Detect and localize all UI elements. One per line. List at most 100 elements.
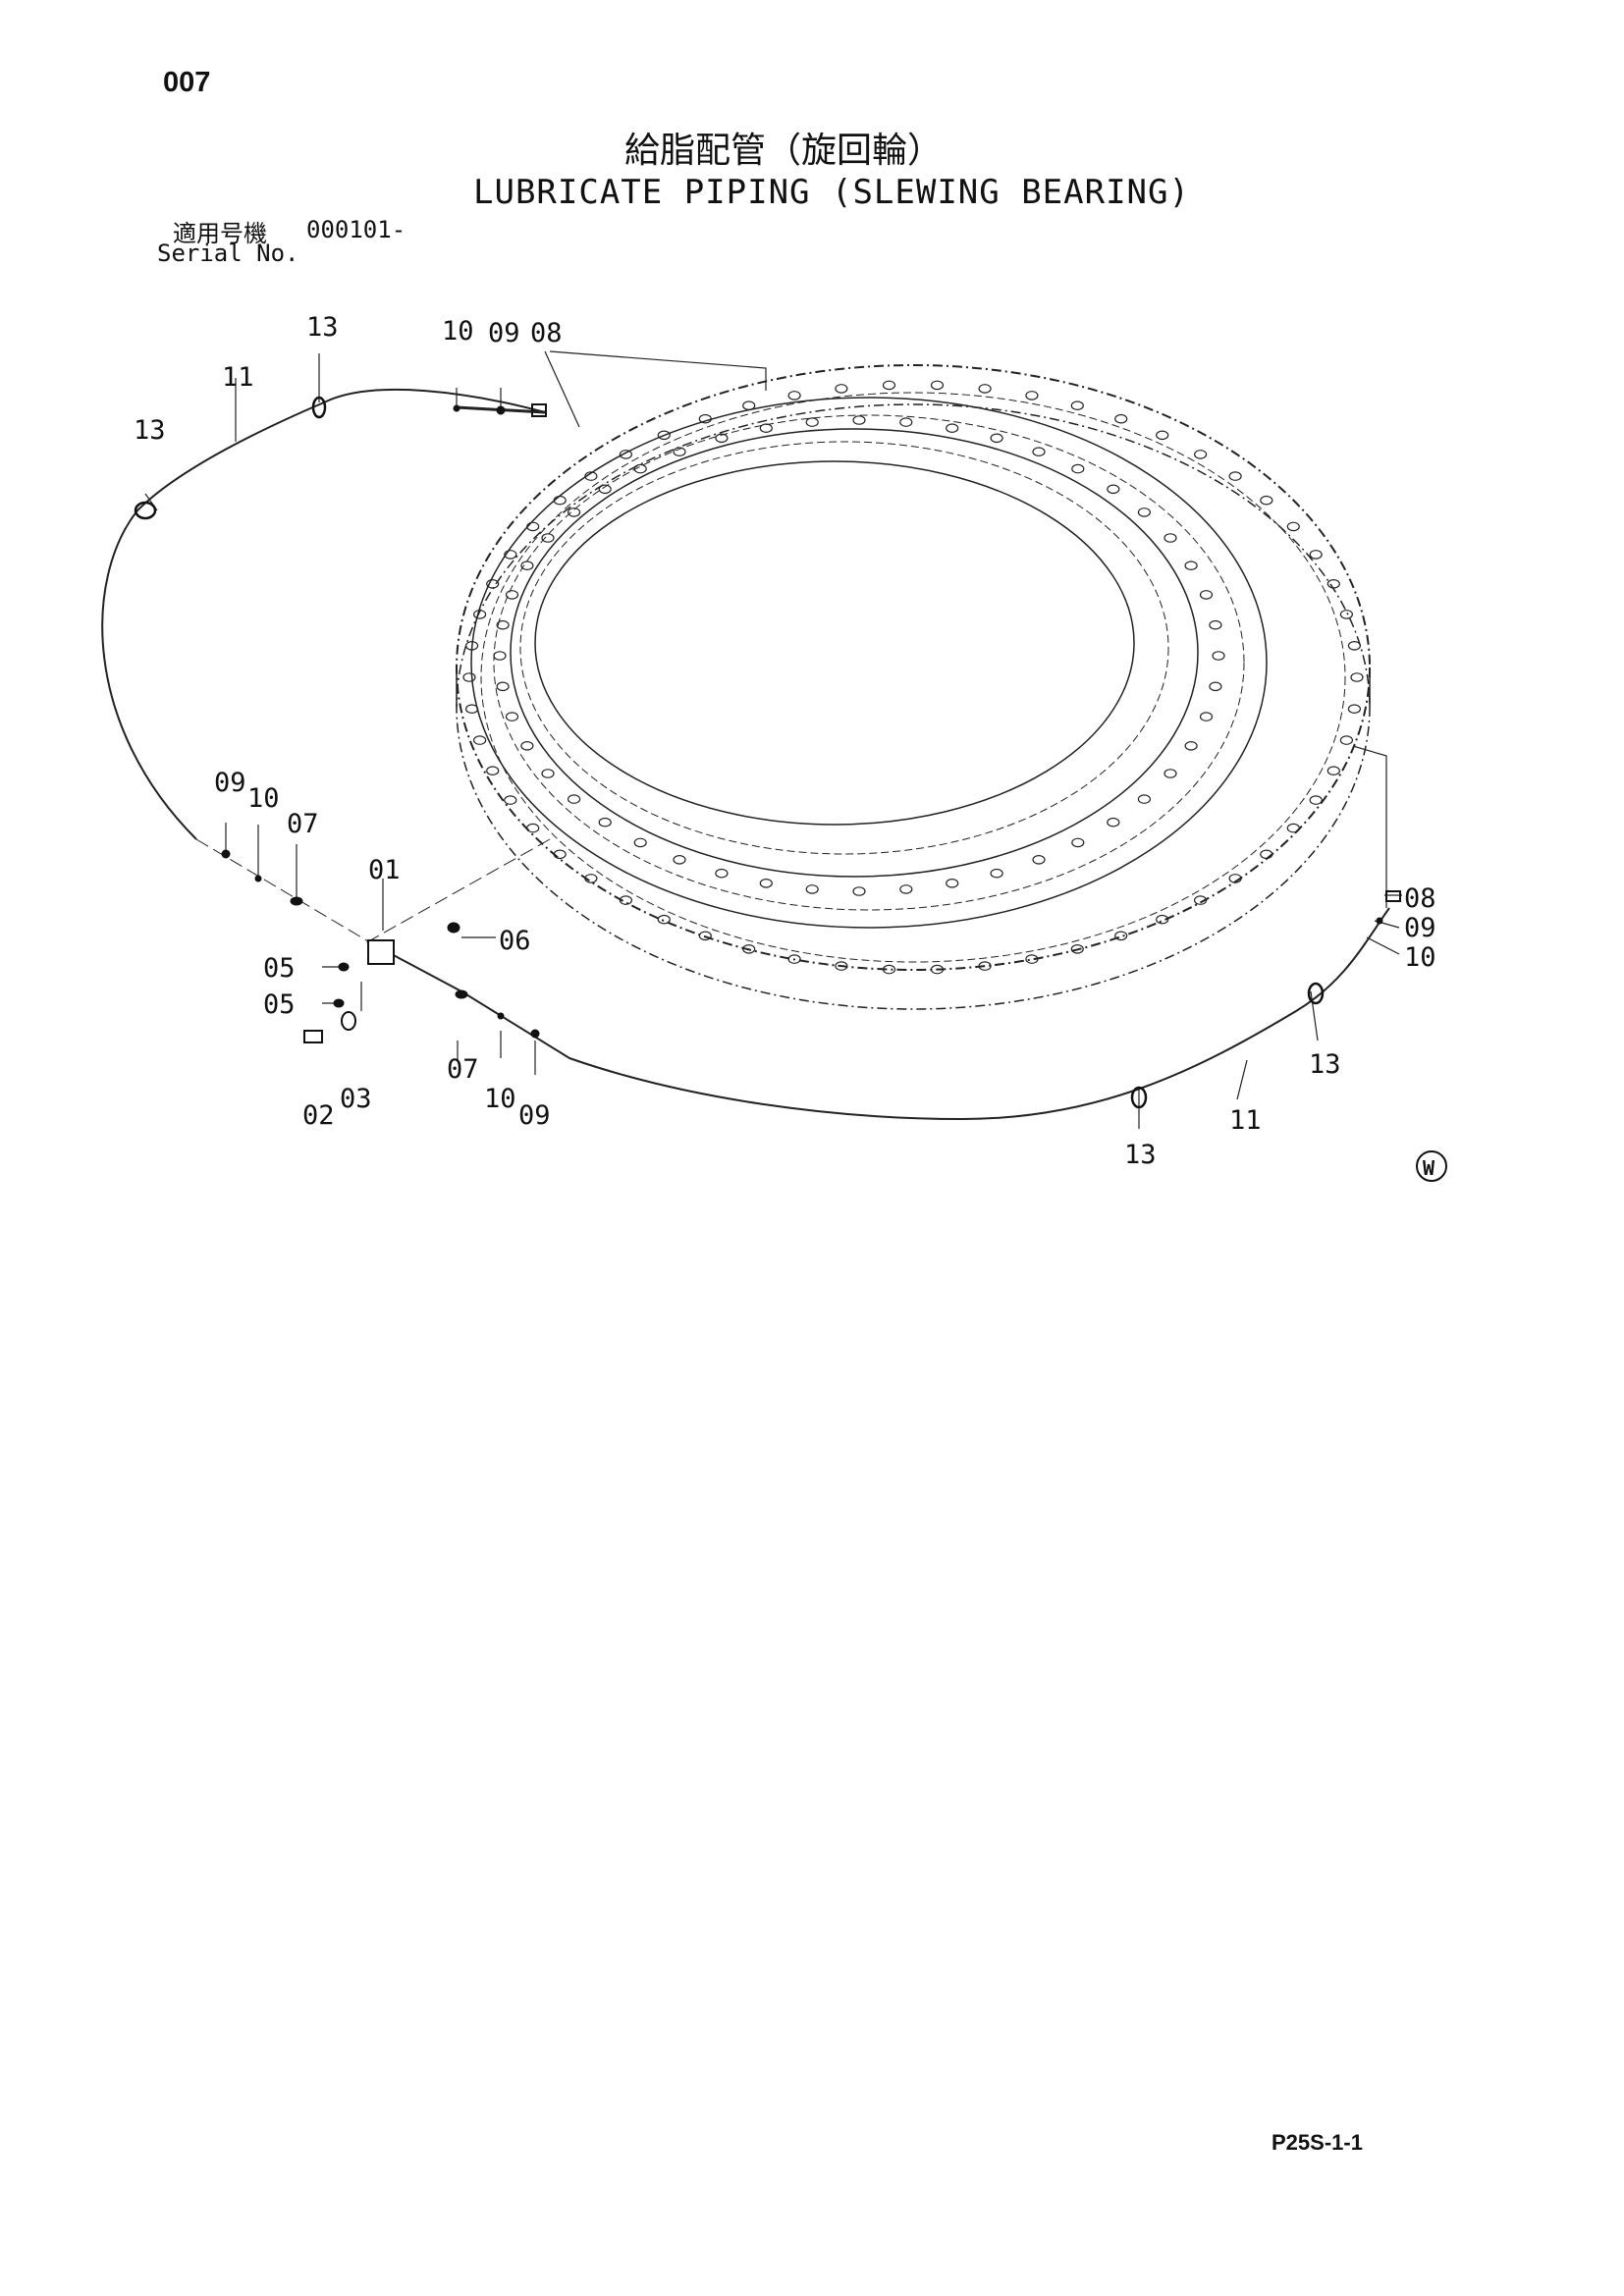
- inner-bolt-hole: [715, 868, 729, 879]
- outer-bolt-hole: [978, 384, 992, 394]
- outer-bolt-hole: [462, 672, 476, 682]
- inner-bolt-hole: [520, 561, 534, 570]
- inner-bolt-hole: [1137, 794, 1152, 804]
- inner-bolt-hole: [1032, 854, 1046, 865]
- callout-09b: 09: [214, 768, 246, 798]
- inner-bolt-hole: [598, 484, 612, 495]
- inner-bolt-hole: [1107, 484, 1120, 495]
- leader-lines: [144, 350, 1402, 1129]
- inner-bolt-hole: [899, 884, 913, 894]
- inner-bolt-hole: [1032, 447, 1046, 456]
- clip-13-upper: [311, 396, 327, 419]
- inner-bolt-hole: [805, 884, 819, 894]
- callout-08a: 08: [530, 318, 563, 348]
- outer-bolt-hole: [1339, 610, 1354, 619]
- callout-11a: 11: [222, 362, 254, 393]
- circled-w-mark: W: [1416, 1150, 1447, 1182]
- outer-bolt-hole: [1286, 823, 1300, 833]
- inner-bolt-hole: [541, 769, 555, 778]
- inner-bolt-hole: [899, 417, 913, 427]
- fitting-09-lower-left: [221, 849, 231, 859]
- outer-bolt-hole: [619, 450, 633, 459]
- outer-bolt-hole: [584, 471, 598, 481]
- outer-bolt-hole: [486, 766, 500, 775]
- inner-bolt-hole: [493, 651, 507, 661]
- outer-bolt-hole: [1326, 578, 1340, 589]
- inner-bolt-hole: [633, 837, 647, 848]
- outer-bolt-hole: [1260, 849, 1273, 860]
- pipe-lower: [372, 907, 1390, 1121]
- outer-bolt-hole: [504, 795, 517, 805]
- inner-bolt-hole: [505, 712, 519, 721]
- outer-bolt-hole: [619, 895, 633, 905]
- bolt-02: [303, 1030, 323, 1043]
- fitting-10-upper: [453, 404, 460, 412]
- inner-bolt-hole: [1137, 507, 1152, 517]
- slewing-bearing-ring: [456, 364, 1371, 1010]
- callout-01: 01: [368, 855, 401, 885]
- outer-bolt-hole: [742, 400, 756, 410]
- outer-bolt-hole: [1228, 874, 1242, 883]
- outer-bolt-hole: [657, 914, 671, 925]
- outer-bolt-hole: [504, 550, 517, 560]
- callout-08b: 08: [1404, 883, 1436, 914]
- grease-block-01: [367, 939, 395, 965]
- inner-bolt-hole: [1107, 817, 1120, 828]
- outer-bolt-hole: [1193, 450, 1208, 459]
- outer-bolt-hole: [1114, 413, 1128, 424]
- callout-05b: 05: [263, 989, 296, 1020]
- outer-bolt-hole: [1350, 672, 1364, 682]
- clip-13-left: [134, 501, 157, 520]
- outer-bolt-hole: [1326, 766, 1340, 775]
- inner-bolt-hole: [1209, 619, 1222, 630]
- circled-w-letter: W: [1423, 1156, 1435, 1180]
- inner-bolt-hole: [1071, 463, 1085, 474]
- callout-10d: 10: [1404, 942, 1436, 973]
- outer-bolt-hole: [1025, 954, 1039, 964]
- fitting-10-lower: [497, 1012, 505, 1020]
- callout-06: 06: [499, 926, 531, 956]
- fitting-07-lower: [455, 989, 468, 999]
- bolt-holes: [462, 380, 1364, 975]
- fitting-08-right: [1385, 890, 1401, 902]
- washer-03: [341, 1011, 356, 1031]
- outer-bolt-hole: [1339, 735, 1354, 745]
- inner-bolt-hole: [1212, 651, 1225, 661]
- fitting-09-right: [1376, 917, 1383, 925]
- inner-bolt-hole: [1071, 837, 1085, 848]
- outer-bolt-hole: [1193, 895, 1208, 905]
- inner-bolt-hole: [541, 533, 555, 543]
- inner-bolt-hole: [598, 817, 612, 828]
- outer-bolt-hole: [526, 823, 540, 833]
- callout-labels: 01 02 03 05 05 06 07 07 08 08 09 09 09 0…: [134, 312, 1436, 1170]
- inner-bolt-hole: [759, 878, 773, 888]
- inner-bolt-hole: [990, 868, 1003, 879]
- outer-bolt-hole: [698, 931, 712, 941]
- nipple-05-a: [338, 962, 350, 972]
- inner-bolt-hole: [673, 447, 686, 456]
- inner-bolt-hole: [505, 590, 519, 600]
- inner-bolt-hole: [946, 423, 959, 433]
- outer-bolt-hole: [465, 640, 479, 651]
- outer-bolt-hole: [787, 954, 801, 964]
- inner-bolt-hole: [567, 507, 581, 517]
- title-english: LUBRICATE PIPING (SLEWING BEARING): [473, 173, 1190, 212]
- outer-bolt-hole: [1347, 640, 1362, 651]
- title-japanese: 給脂配管（旋回輪）: [624, 131, 944, 171]
- outer-bolt-hole: [473, 610, 487, 619]
- inner-bolt-hole: [715, 433, 729, 444]
- inner-bolt-hole: [496, 681, 510, 692]
- inner-bolt-hole: [852, 415, 866, 425]
- outer-bolt-hole: [835, 384, 848, 394]
- fitting-10-lower-left: [254, 875, 262, 882]
- inner-bolt-hole: [567, 794, 581, 804]
- outer-bolt-hole: [698, 413, 712, 424]
- fitting-09-lower: [530, 1029, 540, 1039]
- callout-10a: 10: [442, 316, 474, 347]
- callout-07b: 07: [447, 1054, 479, 1085]
- outer-bolt-hole: [553, 849, 567, 860]
- inner-bolt-hole: [805, 417, 819, 427]
- outer-bolt-hole: [1347, 704, 1362, 714]
- outer-bolt-hole: [742, 943, 756, 954]
- outer-bolt-hole: [526, 521, 540, 532]
